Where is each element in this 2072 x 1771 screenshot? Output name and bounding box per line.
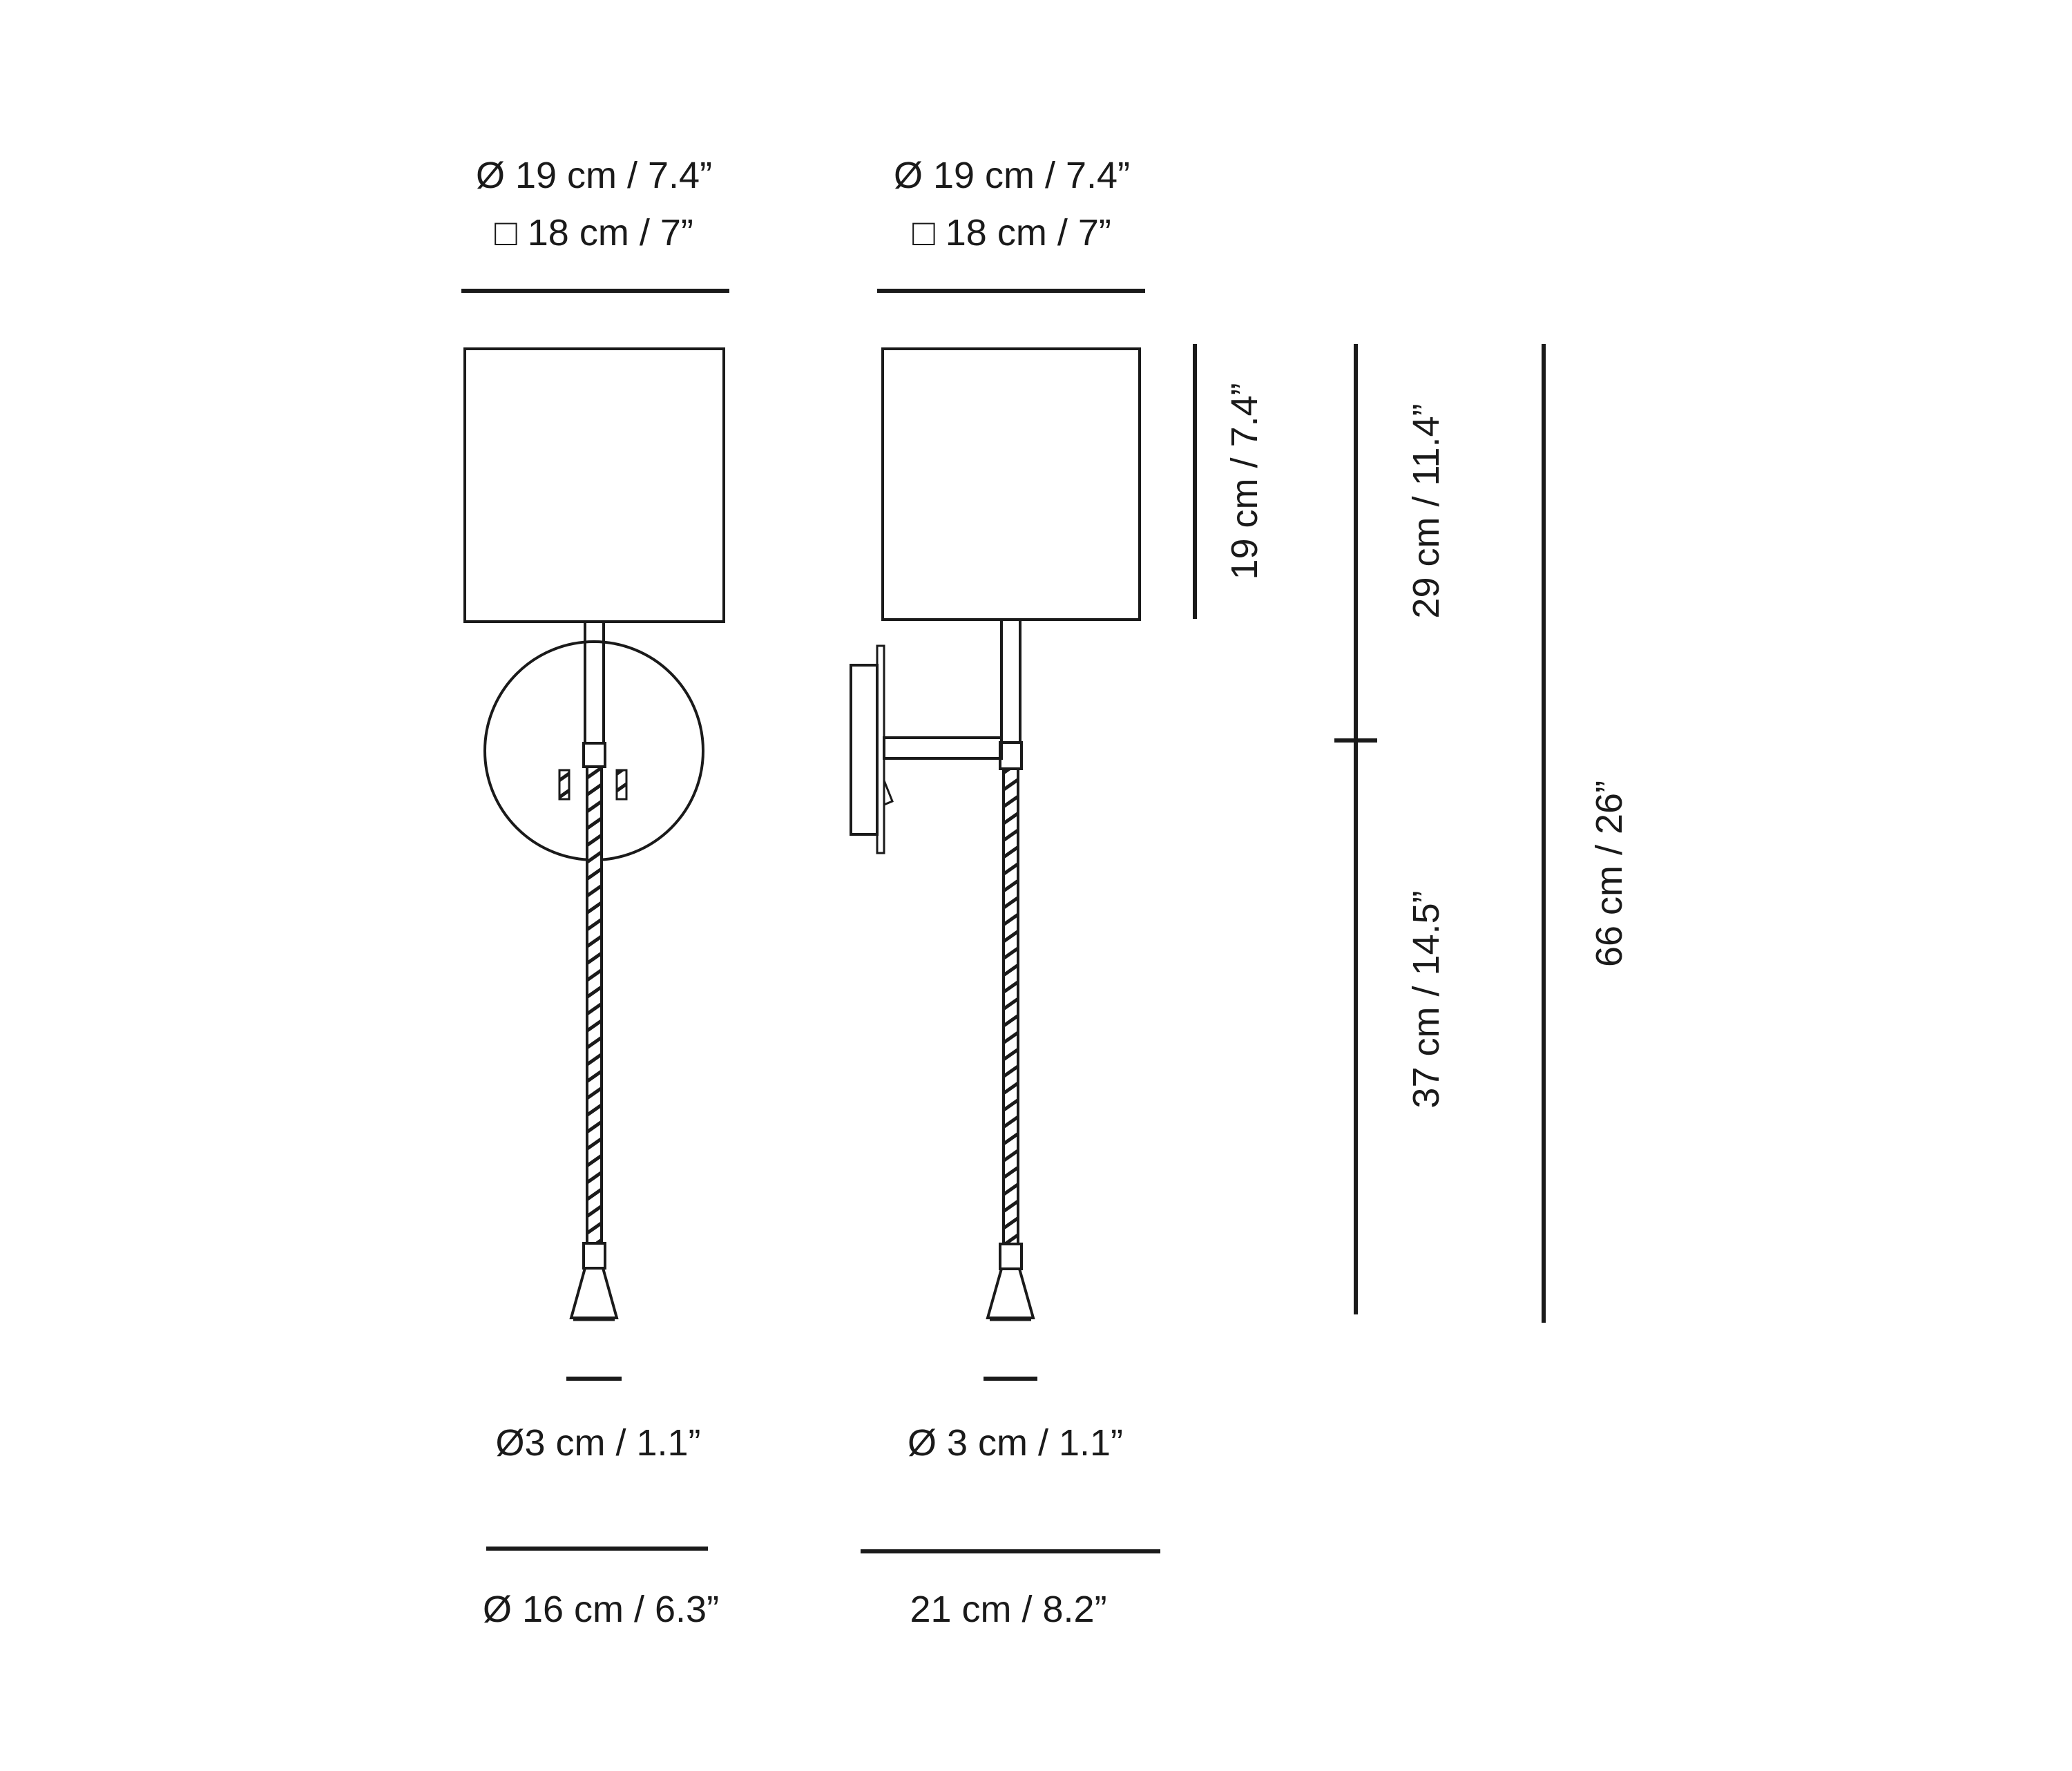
side-view: Ø 19 cm / 7.4” □ 18 cm / 7” Ø 3 cm / 1.1… xyxy=(850,155,1160,1630)
front-flex-arm xyxy=(586,765,603,1245)
side-stem xyxy=(1000,618,1021,744)
side-depth-label: 21 cm / 8.2” xyxy=(910,1589,1106,1630)
side-head-collar xyxy=(999,1243,1023,1270)
side-wall-plate xyxy=(850,664,879,836)
side-bracket-arm xyxy=(883,736,1003,760)
side-switch xyxy=(883,780,894,806)
upper-height-label: 29 cm / 11.4” xyxy=(1406,403,1447,618)
side-head-diameter-label: Ø 3 cm / 1.1” xyxy=(908,1422,1123,1464)
total-height-label: 66 cm / 26” xyxy=(1589,781,1630,967)
front-view: Ø 19 cm / 7.4” □ 18 cm / 7” Ø3 cm / 1.1”… xyxy=(461,155,729,1630)
side-shade-diameter-label: Ø 19 cm / 7.4” xyxy=(894,155,1130,196)
side-lampshade xyxy=(881,347,1141,621)
front-plate-diameter-label: Ø 16 cm / 6.3” xyxy=(483,1589,719,1630)
vertical-dimensions: 19 cm / 7.4” 29 cm / 11.4” 37 cm / 14.5”… xyxy=(1193,344,1630,1323)
side-collar xyxy=(999,741,1023,770)
shade-height-label: 19 cm / 7.4” xyxy=(1224,383,1265,580)
front-collar xyxy=(582,742,606,768)
front-head-diameter-label: Ø3 cm / 1.1” xyxy=(495,1422,700,1464)
front-shade-diameter-label: Ø 19 cm / 7.4” xyxy=(476,155,712,196)
lower-height-label: 37 cm / 14.5” xyxy=(1406,890,1447,1108)
side-shade-square-label: □ 18 cm / 7” xyxy=(912,212,1111,253)
front-left-switch xyxy=(558,769,570,801)
front-lampshade xyxy=(463,347,725,623)
front-reading-head xyxy=(569,1267,619,1319)
front-shade-square-label: □ 18 cm / 7” xyxy=(495,212,693,253)
side-flex-arm xyxy=(1002,767,1019,1245)
front-right-switch xyxy=(615,769,628,801)
side-reading-head xyxy=(986,1267,1035,1319)
front-head-collar xyxy=(582,1242,606,1270)
front-stem xyxy=(584,620,605,745)
